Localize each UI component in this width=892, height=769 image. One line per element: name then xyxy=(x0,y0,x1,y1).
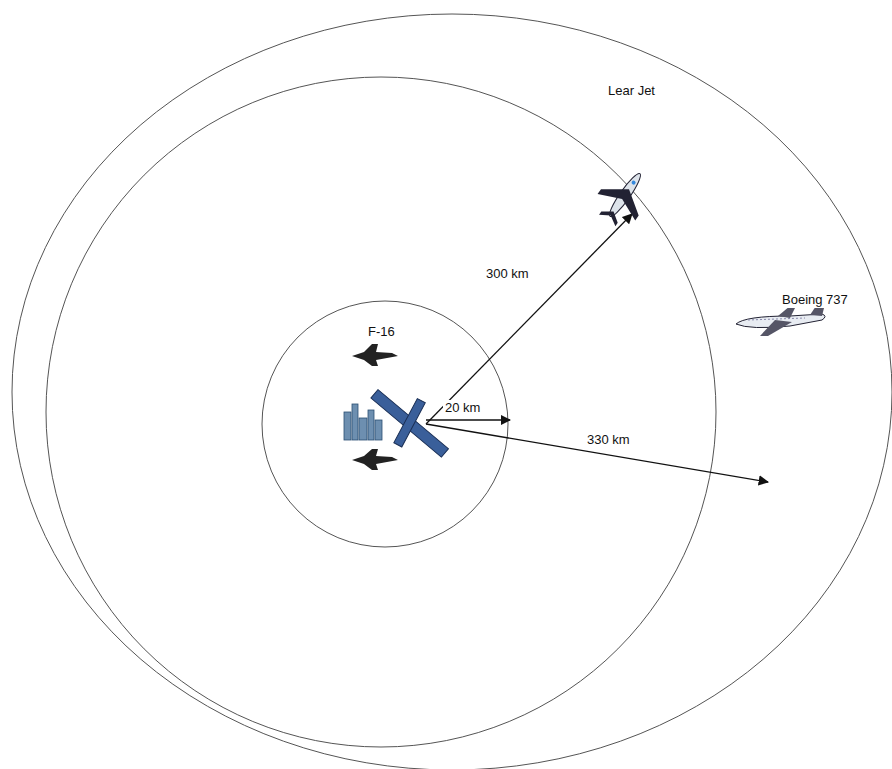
distance-label: 330 km xyxy=(585,432,632,448)
aircraft-label: F-16 xyxy=(366,324,397,340)
city-buildings xyxy=(344,404,382,440)
aircraft-label: Lear Jet xyxy=(606,83,657,99)
distance-label: 300 km xyxy=(484,266,531,282)
range-arrow xyxy=(426,419,510,420)
runway-symbol xyxy=(371,390,449,458)
aircraft-label: Boeing 737 xyxy=(780,292,850,308)
middle-range-circle xyxy=(46,77,716,747)
outer-range-circle xyxy=(12,14,892,769)
f16-silhouette xyxy=(352,344,398,470)
range-arrow xyxy=(426,424,768,482)
range-arrow xyxy=(426,214,632,424)
distance-label: 20 km xyxy=(443,400,482,416)
inner-range-circle xyxy=(262,301,508,547)
lear-jet-illustration xyxy=(588,161,658,234)
